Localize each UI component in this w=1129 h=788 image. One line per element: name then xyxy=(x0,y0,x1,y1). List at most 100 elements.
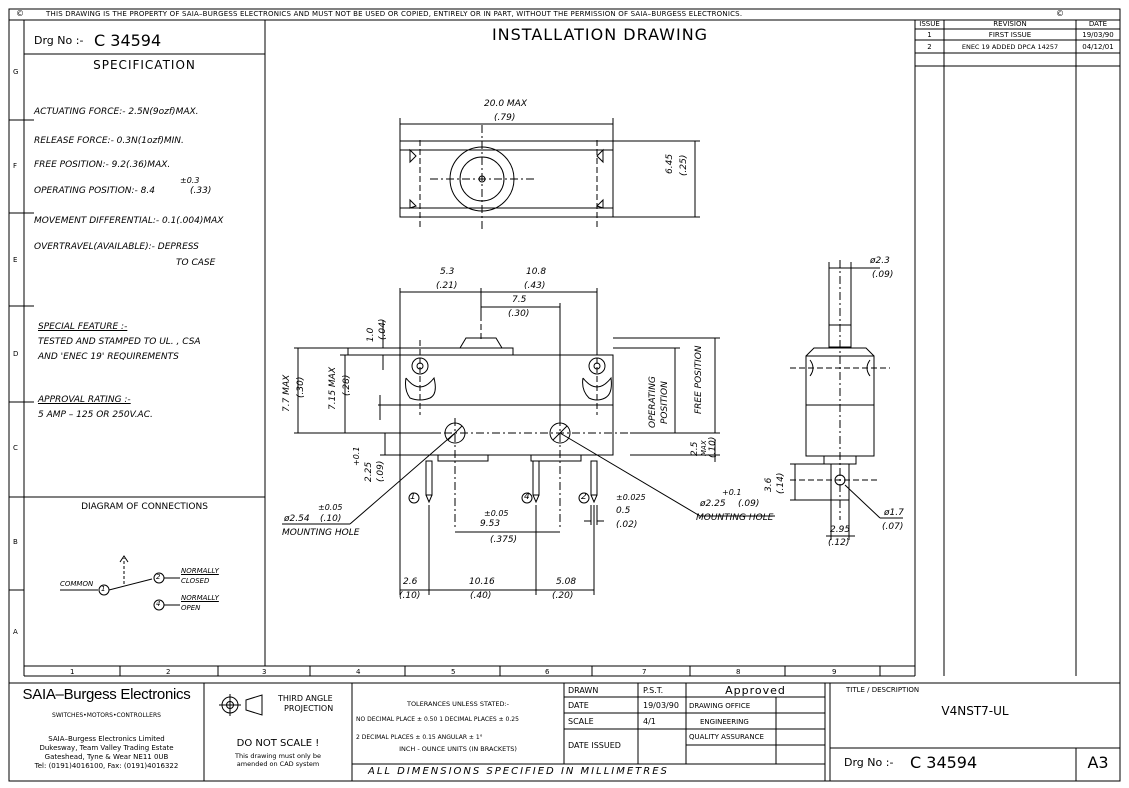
conn-no-2: OPEN xyxy=(181,604,201,612)
dim-1-7-in: (.07) xyxy=(882,522,904,532)
drg-no-label-bottom: Drg No :- xyxy=(844,756,894,769)
cad-note-1: This drawing must only be xyxy=(235,752,321,760)
zone-row-g: G xyxy=(13,68,19,76)
spec-operating-position: OPERATING POSITION:- 8.4 xyxy=(34,186,155,196)
company-logo: SAIA–Burgess Electronics xyxy=(22,686,191,703)
dim-1-7: ø1.7 xyxy=(884,508,904,518)
conn-t2: 2 xyxy=(156,573,161,581)
dim-operating-position-2: POSITION xyxy=(660,381,670,424)
drawing-office-label: DRAWING OFFICE xyxy=(689,702,751,710)
zone-row-d: D xyxy=(13,350,19,358)
dim-2-54-in: (.10) xyxy=(320,514,342,524)
zone-row-b: B xyxy=(13,538,18,546)
zone-col-6: 6 xyxy=(545,668,550,676)
mounting-hole-right: MOUNTING HOLE xyxy=(696,513,774,523)
dim-top-width-in: (.79) xyxy=(494,113,516,123)
scale-label: SCALE xyxy=(568,717,594,726)
term-4-label: 4 xyxy=(524,492,530,502)
drawn-value: P.S.T. xyxy=(643,686,664,695)
tolerances-heading: TOLERANCES UNLESS STATED:- xyxy=(406,700,510,708)
scale-value: 4/1 xyxy=(643,717,656,726)
rev-row-1-issue: 1 xyxy=(927,31,932,39)
date-value: 19/03/90 xyxy=(643,701,679,710)
dim-3-6-in: (.14) xyxy=(776,472,786,494)
rev-header-date: DATE xyxy=(1088,20,1108,28)
spec-special-1: TESTED AND STAMPED TO UL. , CSA xyxy=(38,337,201,347)
revision-grid xyxy=(915,20,1121,781)
copyright-symbol-left: © xyxy=(16,9,24,18)
dim-free-position: FREE POSITION xyxy=(694,345,704,414)
zone-col-4: 4 xyxy=(356,668,361,676)
connections-heading: DIAGRAM OF CONNECTIONS xyxy=(81,502,208,512)
spec-movement-differential: MOVEMENT DIFFERENTIAL:- 0.1(.004)MAX xyxy=(34,216,224,226)
dim-2-6-in: (.10) xyxy=(399,591,421,601)
zone-col-9: 9 xyxy=(832,668,837,676)
dim-7-7: 7.7 MAX xyxy=(282,374,292,412)
do-not-scale: DO NOT SCALE ! xyxy=(236,738,320,749)
spec-overtravel-1: OVERTRAVEL(AVAILABLE):- DEPRESS xyxy=(34,242,199,252)
part-number: V4NST7-UL xyxy=(941,704,1009,718)
zone-row-c: C xyxy=(13,444,18,452)
dim-5-3: 5.3 xyxy=(440,267,455,277)
dim-2-25: 2.25 xyxy=(364,461,374,482)
dim-0-5-tol: ±0.025 xyxy=(616,493,646,502)
title-block-grid xyxy=(9,682,1120,781)
front-view xyxy=(282,288,775,595)
dim-2-54: ø2.54 xyxy=(284,514,310,524)
zone-col-7: 7 xyxy=(642,668,647,676)
dim-0-5: 0.5 xyxy=(616,506,631,516)
dim-top-width: 20.0 MAX xyxy=(484,99,527,109)
cad-note-2: amended on CAD system xyxy=(236,760,320,768)
projection-label-2: PROJECTION xyxy=(284,704,334,713)
spec-heading: SPECIFICATION xyxy=(93,58,196,72)
rev-row-1-date: 19/03/90 xyxy=(1082,31,1114,39)
side-view xyxy=(790,260,903,540)
conn-nc-2: CLOSED xyxy=(181,577,210,585)
dim-5-3-in: (.21) xyxy=(436,281,458,291)
date-issued-label: DATE ISSUED xyxy=(568,741,621,750)
conn-t1: 1 xyxy=(101,585,106,593)
projection-label-1: THIRD ANGLE xyxy=(278,694,333,703)
rev-row-2-issue: 2 xyxy=(927,43,932,51)
dim-7-15: 7.15 MAX xyxy=(328,367,338,410)
dim-10-16-in: (.40) xyxy=(470,591,492,601)
spec-special-heading: SPECIAL FEATURE :- xyxy=(38,322,128,332)
approved-label: Approved xyxy=(725,684,786,697)
address-line-3: Gateshead, Tyne & Wear NE11 0UB xyxy=(44,753,169,761)
rev-header-revision: REVISION xyxy=(993,20,1027,28)
dim-top-height-in: (.25) xyxy=(679,154,689,176)
dim-7-15-in: (.28) xyxy=(342,374,352,396)
dim-2-3-in: (.09) xyxy=(872,270,894,280)
dim-operating-position-1: OPERATING xyxy=(648,376,658,428)
dim-5-08: 5.08 xyxy=(556,577,577,587)
zone-col-3: 3 xyxy=(262,668,267,676)
mounting-hole-left: MOUNTING HOLE xyxy=(282,528,360,538)
dim-7-5-in: (.30) xyxy=(508,309,530,319)
drg-no-label: Drg No :- xyxy=(34,34,84,47)
outer-border xyxy=(8,8,1121,782)
dim-2-25h: ø2.25 xyxy=(700,499,726,509)
quality-label: QUALITY ASSURANCE xyxy=(689,733,764,741)
dim-10-8: 10.8 xyxy=(526,267,547,277)
term-1-label: 1 xyxy=(410,492,416,502)
zone-row-a: A xyxy=(13,628,18,636)
page-title: INSTALLATION DRAWING xyxy=(491,25,709,44)
title-description-label: TITLE / DESCRIPTION xyxy=(846,686,920,694)
dim-1-0-in: (.04) xyxy=(378,318,388,340)
spec-approval-1: 5 AMP – 125 OR 250V.AC. xyxy=(38,410,153,420)
dim-2-5: 2.5 xyxy=(690,441,700,456)
dim-7-7-in: (.30) xyxy=(296,376,306,398)
dim-10-16: 10.16 xyxy=(469,577,495,587)
date-label: DATE xyxy=(568,701,589,710)
spec-operating-inch: (.33) xyxy=(190,186,212,196)
tolerances-line-3: INCH - OUNCE UNITS (IN BRACKETS) xyxy=(399,745,517,753)
drg-no-bottom: C 34594 xyxy=(910,753,978,772)
zone-col-1: 1 xyxy=(70,668,75,676)
sheet-size: A3 xyxy=(1087,753,1109,772)
dim-1-0: 1.0 xyxy=(366,327,376,342)
dim-2-6: 2.6 xyxy=(403,577,418,587)
dimensions-note: ALL DIMENSIONS SPECIFIED IN MILLIMETRES xyxy=(368,766,669,777)
copyright-symbol-right: © xyxy=(1056,9,1064,18)
dim-2-25h-in: (.09) xyxy=(738,499,760,509)
